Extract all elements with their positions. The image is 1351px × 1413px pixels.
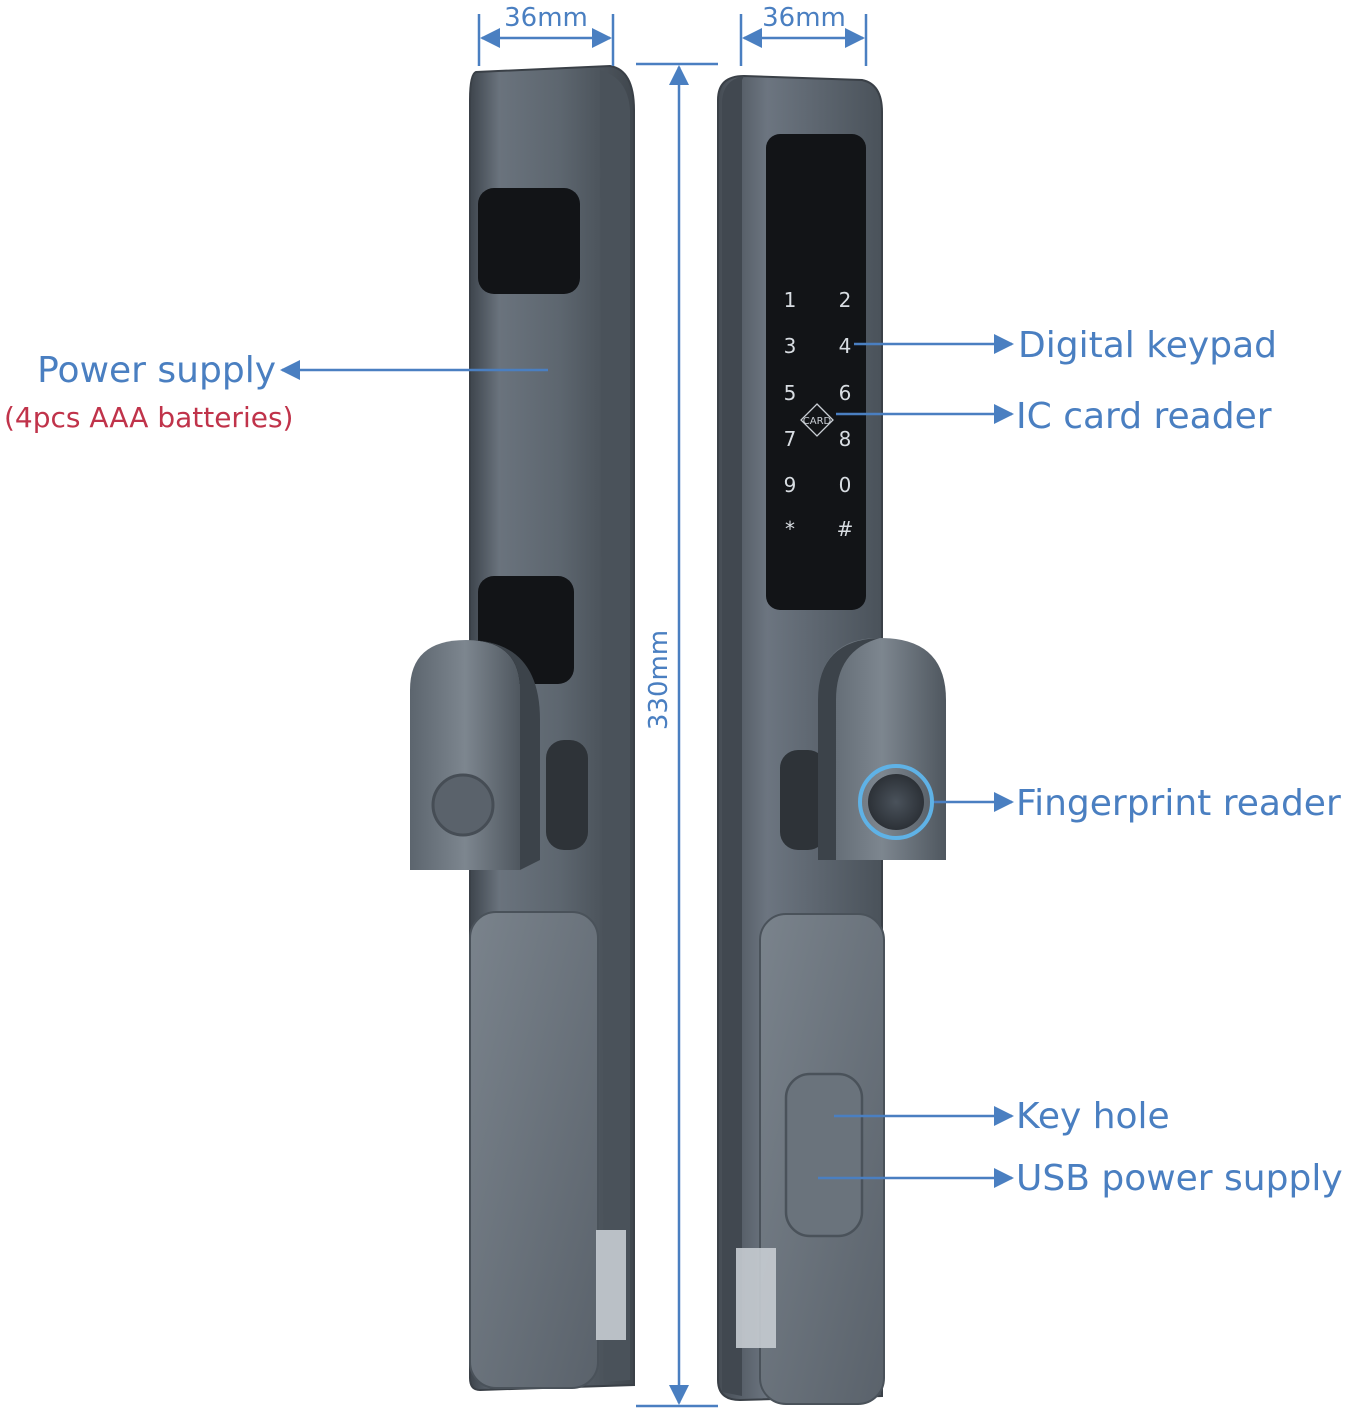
- card-reader-mark: CARD: [800, 403, 834, 437]
- fingerprint-ring: [858, 764, 934, 840]
- keypad-key-0[interactable]: 0: [839, 473, 852, 497]
- label-power-supply: Power supply: [37, 350, 276, 391]
- label-ic-card-reader: IC card reader: [1016, 396, 1272, 437]
- keypad-keys: 1 2 3 4 5 6 7 8 9 0 * #: [784, 288, 854, 541]
- label-power-supply-note: (4pcs AAA batteries): [4, 401, 293, 434]
- keypad-key-1[interactable]: 1: [784, 288, 797, 312]
- keypad-key-4[interactable]: 4: [839, 334, 852, 358]
- keypad-key-7[interactable]: 7: [784, 427, 797, 451]
- keypad-key-hash[interactable]: #: [837, 517, 854, 541]
- fingerprint-icon: [868, 774, 924, 830]
- dim-right-width: 36mm: [762, 3, 846, 33]
- key-hole-cover: [784, 1072, 864, 1238]
- left-handle-button: [431, 773, 495, 837]
- keypad-panel: [766, 134, 866, 610]
- keypad-key-3[interactable]: 3: [784, 334, 797, 358]
- keypad-key-star[interactable]: *: [785, 517, 795, 541]
- left-lower-plate: [469, 911, 599, 1389]
- callout-arrows: [280, 334, 1014, 1188]
- dim-left-width: 36mm: [504, 3, 588, 33]
- battery-window-top: [478, 188, 580, 294]
- dimension-lines: [477, 14, 868, 1408]
- keypad-key-5[interactable]: 5: [784, 381, 797, 405]
- label-key-hole: Key hole: [1016, 1096, 1170, 1137]
- right-lock-body: 1 2 3 4 5 6 7 8 9 0 * # CARD: [717, 74, 946, 1405]
- label-digital-keypad: Digital keypad: [1018, 325, 1277, 366]
- keypad-key-8[interactable]: 8: [839, 427, 852, 451]
- label-usb-power-supply: USB power supply: [1016, 1158, 1343, 1199]
- keypad-key-9[interactable]: 9: [784, 473, 797, 497]
- keypad-key-6[interactable]: 6: [839, 381, 852, 405]
- left-lock-body: [410, 64, 635, 1392]
- dim-height: 330mm: [644, 630, 674, 730]
- label-fingerprint-reader: Fingerprint reader: [1016, 783, 1341, 824]
- card-mark-text: CARD: [803, 416, 832, 427]
- keypad-key-2[interactable]: 2: [839, 288, 852, 312]
